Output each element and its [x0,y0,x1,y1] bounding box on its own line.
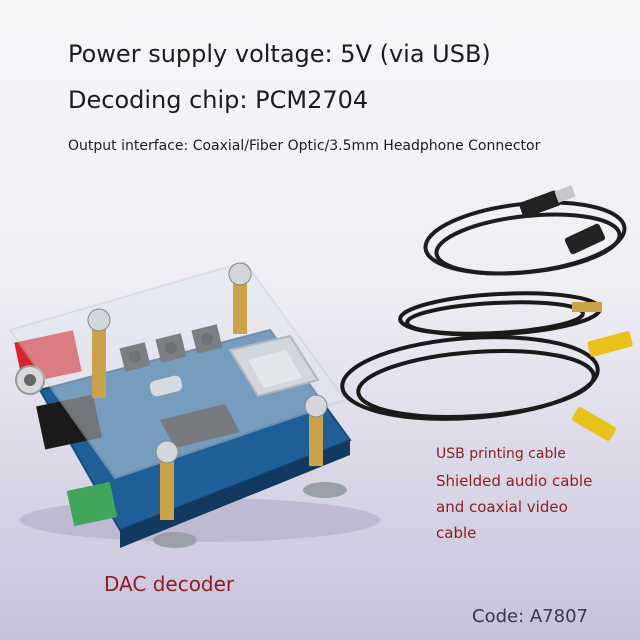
usb-b-port-inner [248,350,302,388]
standoff-screw [155,440,179,464]
shielded-cable-label-line3: cable [436,524,477,542]
standoff [309,406,323,466]
spec-power-supply: Power supply voltage: 5V (via USB) [68,40,491,68]
usb-a-plug [519,190,561,218]
push-button-cap [201,333,213,345]
product-name-label: DAC decoder [104,572,235,596]
rubber-foot [303,482,347,498]
usb-b-plug [564,223,606,255]
audio-plug [572,302,602,312]
usb-a-plug-metal [554,185,576,203]
rubber-foot [153,532,197,548]
push-button-cap [129,351,141,363]
product-code-label: Code: A7807 [472,606,588,627]
standoff [92,318,106,398]
standoff [233,272,247,334]
rca-jack-pin [24,374,36,386]
rca-yellow-plug [572,407,616,441]
shielded-cable-label-line1: Shielded audio cable [436,472,593,490]
standoff-screw [87,308,111,332]
standoff [160,452,174,520]
headphone-jack [66,481,118,527]
spec-decoding-chip: Decoding chip: PCM2704 [68,86,369,114]
standoff-screw [228,262,252,286]
shielded-audio-cable [398,291,602,337]
spec-output-interface: Output interface: Coaxial/Fiber Optic/3.… [68,138,541,154]
usb-cable-label: USB printing cable [436,446,566,462]
coaxial-video-cable [340,335,600,421]
crystal-oscillator [149,375,183,397]
brass-standoffs [87,262,328,520]
decoder-chip [160,404,240,448]
pcb-edge [120,440,350,548]
shielded-cable-label-line2: and coaxial video [436,498,568,516]
rca-yellow-plug [587,331,633,357]
push-button-cap [165,342,177,354]
standoff-screw [304,394,328,418]
optical-jack [36,394,102,450]
